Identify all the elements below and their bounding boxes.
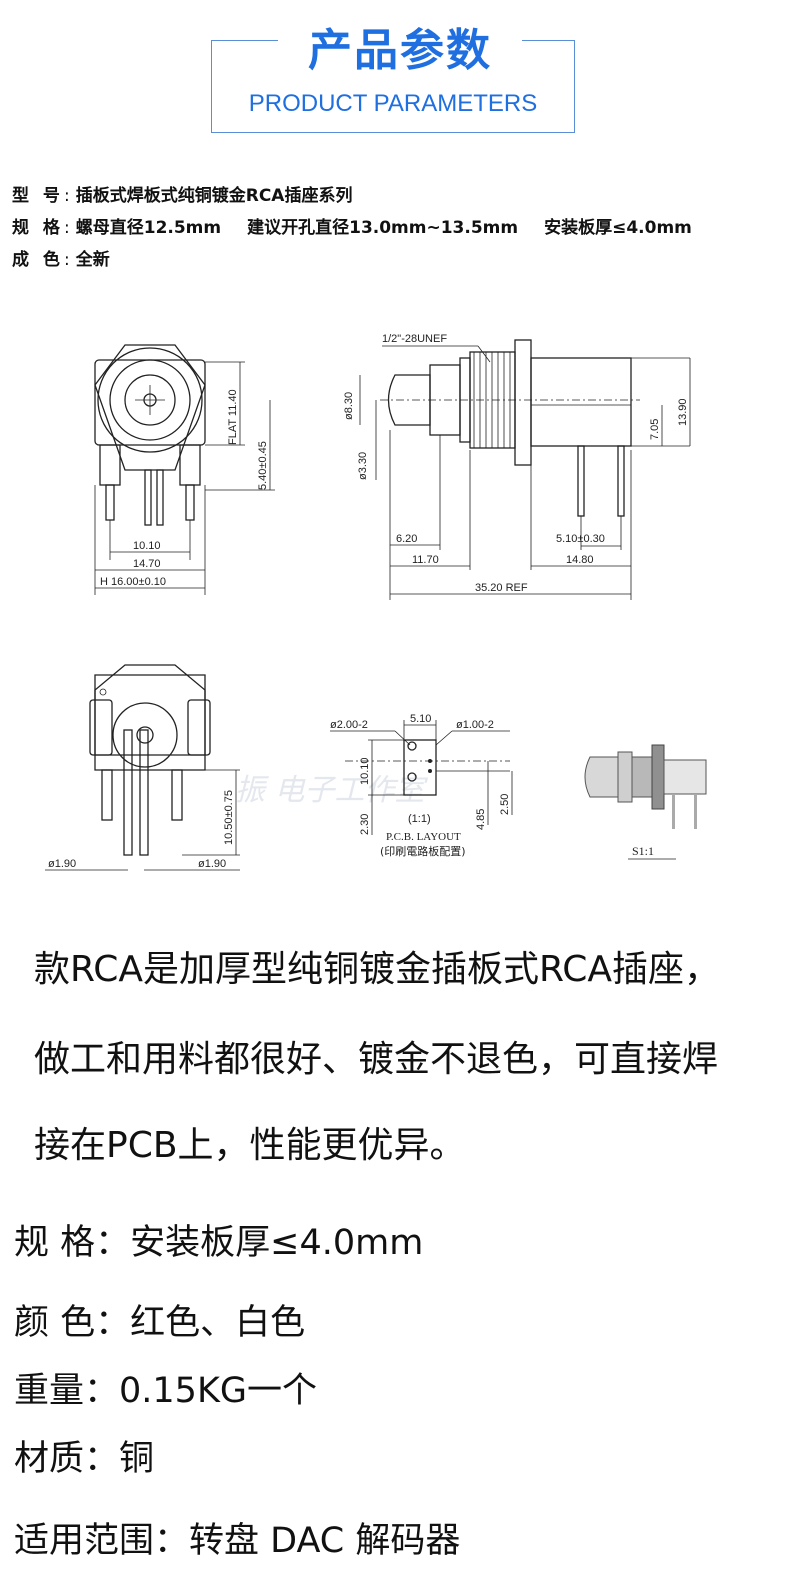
- attribute-color-value: 红色、白色: [130, 1303, 306, 1343]
- pcb-caption-cn: (印刷電路板配置): [380, 844, 466, 858]
- description-line-2: 做工和用料都很好、镀金不退色，可直接焊: [34, 1039, 719, 1080]
- description-line-1: 款RCA是加厚型纯铜镀金插板式RCA插座，: [34, 949, 720, 990]
- bottom-view: 10.50±0.75 ø1.90 ø1.90: [45, 664, 240, 871]
- header-title-backdrop: [278, 22, 522, 74]
- attribute-application-label: 适用范围：: [14, 1521, 190, 1561]
- watermark: 振 电子工作室: [235, 773, 429, 808]
- attribute-application: 适用范围：转盘 DAC 解码器: [14, 1512, 460, 1563]
- dim-length-1: 6.20: [396, 533, 417, 545]
- page-title-cn: 产品参数: [308, 25, 492, 76]
- attribute-weight-label: 重量：: [14, 1371, 120, 1411]
- pcb-pitch: 5.10: [410, 713, 431, 725]
- product-sketch: S1:1: [584, 744, 707, 860]
- attribute-weight-value: 0.15KG一个: [119, 1371, 318, 1411]
- pcb-height-3: 4.85: [475, 809, 487, 830]
- dim-thread: 1/2"-28UNEF: [382, 333, 447, 345]
- spec-condition-key: 成 色: [12, 250, 64, 270]
- pcb-height-4: 2.50: [499, 794, 511, 815]
- technical-drawing: FLAT 11.40 5.40±0.45 10.10 14.70 H 16.00…: [45, 333, 707, 871]
- description-line-3: 接在PCB上，性能更优异。: [34, 1125, 466, 1166]
- dim-length-2: 11.70: [412, 554, 439, 566]
- dim-length-3: 5.10±0.30: [556, 533, 605, 545]
- dim-front-w1: 10.10: [133, 540, 161, 552]
- spec-model-value: 插板式焊板式纯铜镀金RCA插座系列: [75, 186, 353, 206]
- pcb-height-1: 10.10: [359, 757, 371, 785]
- dim-diameter-1: ø8.30: [343, 392, 355, 420]
- spec-condition-value: 全新: [75, 250, 110, 270]
- page-title-en: PRODUCT PARAMETERS: [248, 90, 538, 117]
- attribute-weight: 重量：0.15KG一个: [14, 1362, 317, 1413]
- attribute-spec-label: 规 格：: [14, 1223, 131, 1263]
- pcb-hole-large: ø2.00-2: [330, 719, 368, 731]
- attribute-color: 颜 色：红色、白色: [14, 1294, 305, 1345]
- dim-height-1: 13.90: [677, 398, 689, 426]
- front-view: FLAT 11.40 5.40±0.45 10.10 14.70 H 16.00…: [94, 344, 275, 595]
- dim-flat: FLAT 11.40: [227, 389, 239, 445]
- spec-size-hole: 建议开孔直径13.0mm~13.5mm: [247, 218, 519, 238]
- dim-pin-length: 10.50±0.75: [223, 790, 235, 845]
- dim-front-w2: 14.70: [133, 558, 161, 570]
- attribute-material-label: 材质：: [14, 1439, 120, 1479]
- pcb-caption: P.C.B. LAYOUT: [386, 831, 461, 843]
- attribute-spec: 规 格：安装板厚≤4.0mm: [14, 1214, 423, 1265]
- spec-model-key: 型 号: [12, 186, 64, 206]
- spec-size-value: 螺母直径12.5mm: [75, 218, 222, 238]
- pcb-height-2: 2.30: [359, 814, 371, 835]
- pcb-layout: ø2.00-2 5.10 ø1.00-2 10.10 2.30 4.85 2.5…: [330, 713, 513, 858]
- attribute-application-value: 转盘 DAC 解码器: [189, 1521, 461, 1561]
- pcb-scale: (1:1): [408, 813, 431, 825]
- dim-length-4: 14.80: [566, 554, 594, 566]
- spec-size-key: 规 格: [12, 218, 64, 238]
- side-view: 1/2"-28UNEF ø8.30 ø3.30 13.90 7.05 6.: [343, 333, 691, 600]
- photo-scale: S1:1: [632, 844, 654, 858]
- spec-size-board: 安装板厚≤4.0mm: [544, 218, 692, 238]
- dim-diameter-2: ø3.30: [357, 452, 369, 480]
- spec-condition: 成 色:全新: [12, 245, 110, 270]
- attribute-color-label: 颜 色：: [14, 1303, 131, 1343]
- dim-front-w3: H 16.00±0.10: [100, 576, 166, 588]
- pcb-hole-small: ø1.00-2: [456, 719, 494, 731]
- attribute-material-value: 铜: [119, 1439, 155, 1479]
- dim-pin-diameter-2: ø1.90: [198, 858, 226, 870]
- dim-pin-diameter-1: ø1.90: [48, 858, 76, 870]
- dim-total-length: 35.20 REF: [475, 582, 528, 594]
- spec-model: 型 号:插板式焊板式纯铜镀金RCA插座系列: [12, 181, 352, 206]
- attribute-material: 材质：铜: [14, 1430, 154, 1481]
- dim-height-2: 7.05: [649, 419, 661, 440]
- attribute-spec-value: 安装板厚≤4.0mm: [130, 1223, 424, 1263]
- dim-offset: 5.40±0.45: [257, 441, 269, 490]
